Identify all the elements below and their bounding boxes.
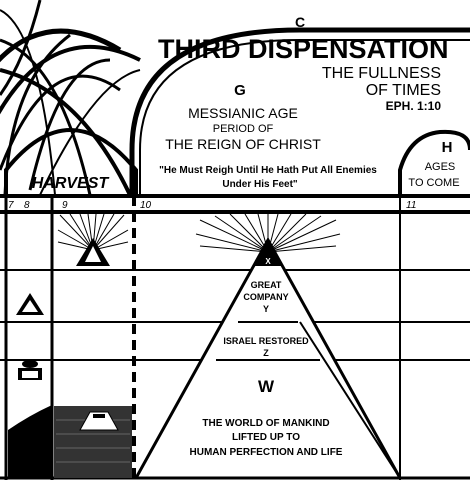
pyramid-apex [254, 240, 282, 266]
world-letter-w: W [258, 377, 275, 396]
ground-pyramid-top [93, 414, 105, 418]
harvest-arch [3, 128, 138, 196]
title-letter-c: C [295, 14, 305, 30]
title-main: THIRD DISPENSATION [158, 34, 449, 64]
title-sub1: THE FULLNESS [322, 65, 441, 82]
israel-restored-line1: ISRAEL RESTORED [223, 336, 309, 346]
ages-letter-h: H [442, 139, 453, 156]
earth-mass [8, 405, 52, 478]
pyramid-apex-label: X [265, 257, 271, 266]
marker-9: 9 [62, 200, 68, 211]
messianic-line3: THE REIGN OF CHRIST [165, 136, 321, 152]
messianic-letter-g: G [234, 82, 246, 99]
marker-7: 7 [8, 200, 14, 211]
triangle-symbol-icon [16, 293, 44, 315]
title-ref: EPH. 1:10 [386, 99, 442, 113]
marker-10: 10 [140, 200, 152, 211]
title-sub2: OF TIMES [366, 82, 441, 99]
great-company-line1: GREAT [251, 280, 282, 290]
pyramid-right-edge [299, 321, 401, 479]
israel-restored-line2: Z [263, 348, 269, 358]
messianic-line1: MESSIANIC AGE [188, 105, 298, 121]
great-company-line3: Y [263, 304, 269, 314]
messianic-quote1: "He Must Reigh Until He Hath Put All Ene… [159, 165, 377, 176]
world-line3: HUMAN PERFECTION AND LIFE [190, 447, 343, 458]
world-line2: LIFTED UP TO [232, 432, 300, 443]
marker-11: 11 [406, 200, 416, 211]
ground-pyramid-icon [79, 411, 119, 431]
messianic-arch-inner [139, 39, 470, 196]
messianic-line2: PERIOD OF [213, 123, 274, 135]
ages-line2: TO COME [408, 177, 459, 189]
ages-line1: AGES [425, 161, 456, 173]
arch-lines [0, 0, 141, 196]
messianic-arch [129, 27, 470, 196]
messianic-quote2: Under His Feet" [222, 179, 298, 190]
world-line1: THE WORLD OF MANKIND [202, 418, 329, 429]
tent-symbol-icon [18, 360, 42, 380]
ages-arch [398, 129, 470, 196]
marker-8: 8 [24, 200, 30, 211]
great-company-line2: COMPANY [243, 292, 288, 302]
harvest-label: HARVEST [32, 175, 110, 192]
